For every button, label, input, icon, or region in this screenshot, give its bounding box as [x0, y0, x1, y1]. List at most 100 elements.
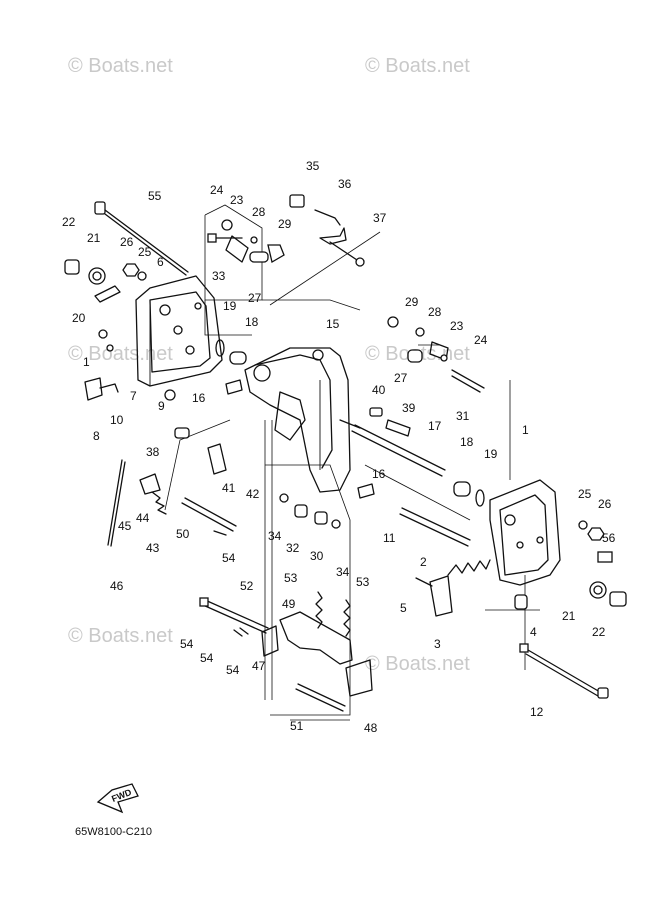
- watermark-3: © Boats.net: [68, 343, 173, 365]
- callout: 55: [148, 189, 162, 203]
- callout: 7: [130, 389, 137, 403]
- callout: 20: [72, 311, 86, 325]
- watermarks: © Boats.net © Boats.net © Boats.net © Bo…: [68, 55, 470, 675]
- callout: 3: [434, 637, 441, 651]
- watermark-6: © Boats.net: [365, 653, 470, 675]
- callout: 18: [460, 435, 474, 449]
- lower-tilt-support: [199, 591, 373, 712]
- callout: 45: [118, 519, 132, 533]
- callout: 54: [226, 663, 240, 677]
- callout: 19: [484, 447, 498, 461]
- part-55-bolt: [94, 201, 189, 276]
- bushing-parts-left: [215, 339, 247, 395]
- callout: 36: [338, 177, 352, 191]
- callout: 54: [222, 551, 236, 565]
- callout: 53: [356, 575, 370, 589]
- callout: 34: [268, 529, 282, 543]
- callout: 40: [372, 383, 386, 397]
- fwd-arrow: FWD: [96, 783, 139, 814]
- callout: 33: [212, 269, 226, 283]
- callout: 16: [192, 391, 206, 405]
- callout: 41: [222, 481, 236, 495]
- guide-lines: [164, 204, 540, 721]
- callout: 24: [210, 183, 224, 197]
- callout: 46: [110, 579, 124, 593]
- callout: 18: [245, 315, 259, 329]
- callout: 25: [138, 245, 152, 259]
- callout: 29: [405, 295, 419, 309]
- callout: 27: [248, 291, 262, 305]
- callout: 8: [93, 429, 100, 443]
- bolts-40-39: [369, 407, 411, 437]
- callout: 26: [120, 235, 134, 249]
- callout: 35: [306, 159, 320, 173]
- callout: 12: [530, 705, 544, 719]
- watermark-5: © Boats.net: [68, 625, 173, 647]
- callout: 1: [522, 423, 529, 437]
- watermark-2: © Boats.net: [365, 55, 470, 77]
- callout: 22: [592, 625, 606, 639]
- part-1-right-bracket: [489, 479, 561, 610]
- callout: 39: [402, 401, 416, 415]
- callout: 56: [602, 531, 616, 545]
- callout: 23: [450, 319, 464, 333]
- callout: 27: [394, 371, 408, 385]
- callout: 34: [336, 565, 350, 579]
- callout: 21: [562, 609, 576, 623]
- callout: 16: [372, 467, 386, 481]
- callout: 29: [278, 217, 292, 231]
- callout: 49: [282, 597, 296, 611]
- callout-numbers: 55 22 21 26 25 6 24 23 28 29 33 27 35 36…: [62, 159, 616, 735]
- callout: 54: [200, 651, 214, 665]
- callout: 22: [62, 215, 76, 229]
- callout: 37: [373, 211, 387, 225]
- callout: 50: [176, 527, 190, 541]
- callout: 32: [286, 541, 300, 555]
- callout: 25: [578, 487, 592, 501]
- callout: 28: [252, 205, 266, 219]
- callout: 10: [110, 413, 124, 427]
- callout: 11: [383, 531, 396, 545]
- callout: 19: [223, 299, 237, 313]
- callout: 54: [180, 637, 194, 651]
- callout: 5: [400, 601, 407, 615]
- callout: 1: [83, 355, 90, 369]
- callout: 26: [598, 497, 612, 511]
- upper-right-hardware: [387, 316, 485, 393]
- part-6-left-bracket: [135, 275, 223, 387]
- callout: 4: [530, 625, 537, 639]
- lower-left-parts: [107, 427, 237, 547]
- center-lower-parts: [279, 493, 341, 529]
- callout: 24: [474, 333, 488, 347]
- diagram-code: 65W8100-C210: [75, 826, 152, 838]
- callout: 53: [284, 571, 298, 585]
- part-17-tilt-shaft: [339, 419, 446, 477]
- tilt-lever-parts: [289, 194, 365, 267]
- tilt-stopper-parts: [415, 559, 491, 617]
- callout: 6: [157, 255, 164, 269]
- callout: 9: [158, 399, 165, 413]
- callout: 38: [146, 445, 160, 459]
- bushing-parts-right: [453, 481, 485, 507]
- callout: 23: [230, 193, 244, 207]
- callout: 28: [428, 305, 442, 319]
- callout: 17: [428, 419, 442, 433]
- watermark-1: © Boats.net: [68, 55, 173, 77]
- callout: 15: [326, 317, 340, 331]
- callout: 2: [420, 555, 427, 569]
- part-12-long-bolt: [519, 643, 609, 699]
- callout: 48: [364, 721, 378, 735]
- upper-swivel-hardware: [207, 219, 285, 264]
- callout: 21: [87, 231, 101, 245]
- part-11-shaft: [399, 507, 471, 547]
- part-15-swivel-bracket: [244, 347, 351, 493]
- callout: 31: [456, 409, 470, 423]
- callout: 51: [290, 719, 304, 733]
- callout: 52: [240, 579, 254, 593]
- callout: 43: [146, 541, 160, 555]
- callout: 30: [310, 549, 324, 563]
- part-16-right: [357, 483, 375, 499]
- right-hardware: [578, 520, 627, 607]
- left-hardware: [64, 259, 176, 401]
